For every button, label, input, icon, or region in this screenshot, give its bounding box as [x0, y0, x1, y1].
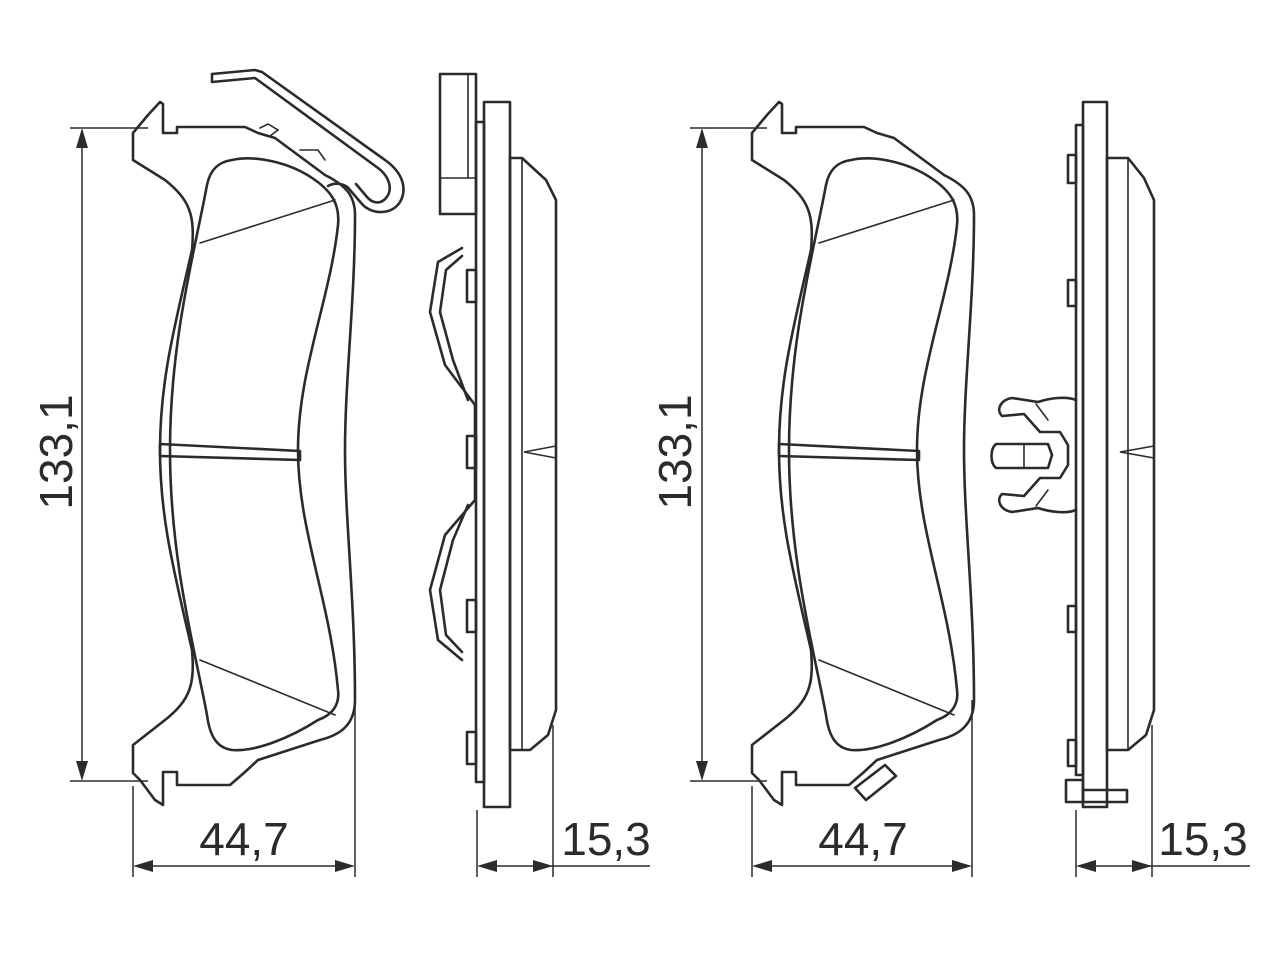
right-pad-front-view: [750, 100, 976, 807]
left-height-label: 133,1: [30, 394, 82, 509]
right-width-dimension: 44,7: [751, 700, 973, 877]
right-pad-side-view: [990, 100, 1156, 809]
left-thickness-dimension: 15,3: [476, 725, 651, 877]
left-thickness-label: 15,3: [561, 813, 651, 865]
right-thickness-dimension: 15,3: [1075, 725, 1250, 877]
left-pad-front-view: [131, 68, 405, 807]
right-thickness-label: 15,3: [1158, 813, 1248, 865]
right-width-label: 44,7: [818, 813, 908, 865]
left-width-label: 44,7: [199, 813, 289, 865]
left-height-dimension: 133,1: [30, 127, 148, 782]
left-pad-side-view: [428, 72, 558, 809]
right-height-dimension: 133,1: [649, 127, 767, 782]
left-width-dimension: 44,7: [132, 700, 356, 877]
right-height-label: 133,1: [649, 394, 701, 509]
